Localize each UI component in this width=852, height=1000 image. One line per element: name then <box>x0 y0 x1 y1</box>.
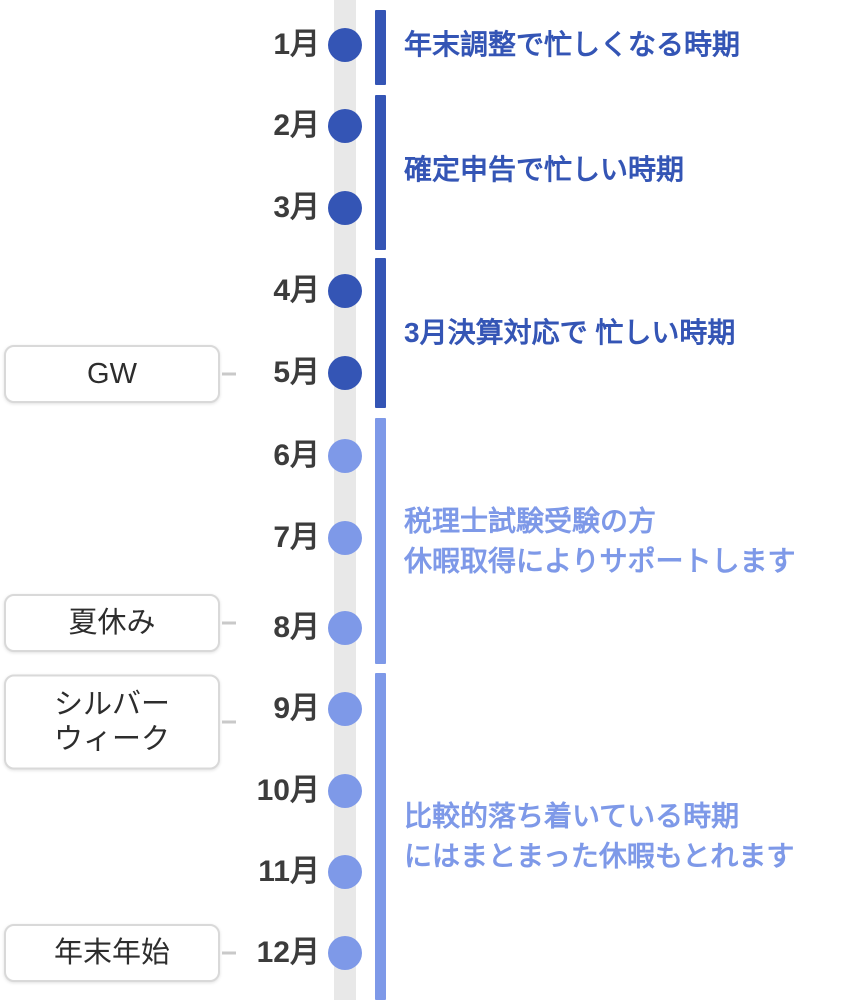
holiday-box-2[interactable]: 夏休み <box>4 594 220 652</box>
holiday-box-1[interactable]: GW <box>4 345 220 403</box>
holiday-connector-3 <box>222 720 236 724</box>
month-dot-3 <box>328 191 362 225</box>
month-dot-2 <box>328 109 362 143</box>
holiday-connector-4 <box>222 951 236 955</box>
month-label-12: 12月 <box>256 936 320 969</box>
month-label-7: 7月 <box>273 521 320 554</box>
month-dot-8 <box>328 611 362 645</box>
month-label-1: 1月 <box>273 28 320 61</box>
month-dot-11 <box>328 855 362 889</box>
period-text-1: 年末調整で忙しくなる時期 <box>404 29 741 61</box>
period-bar-5 <box>375 673 386 1000</box>
month-label-11: 11月 <box>258 855 320 888</box>
month-dot-1 <box>328 28 362 62</box>
month-label-10: 10月 <box>256 774 320 807</box>
period-text-5: 比較的落ち着いている時期 にはまとまった休暇もとれます <box>404 800 795 871</box>
month-dot-5 <box>328 356 362 390</box>
period-bar-3 <box>375 258 386 408</box>
period-text-2: 確定申告で忙しい時期 <box>404 154 685 186</box>
holiday-box-4[interactable]: 年末年始 <box>4 924 220 982</box>
month-dot-4 <box>328 274 362 308</box>
holiday-box-3[interactable]: シルバー ウィーク <box>4 674 220 770</box>
period-bar-1 <box>375 10 386 85</box>
month-dot-12 <box>328 936 362 970</box>
holiday-connector-1 <box>222 372 236 376</box>
month-label-6: 6月 <box>273 439 320 472</box>
period-text-3: 3月決算対応で 忙しい時期 <box>404 317 736 349</box>
month-label-9: 9月 <box>273 692 320 725</box>
month-label-5: 5月 <box>273 356 320 389</box>
month-dot-10 <box>328 774 362 808</box>
holiday-connector-2 <box>222 621 236 625</box>
month-label-8: 8月 <box>273 611 320 644</box>
month-label-2: 2月 <box>273 109 320 142</box>
period-bar-2 <box>375 95 386 250</box>
holiday-box-label-2: 夏休み <box>68 606 156 639</box>
period-bar-4 <box>375 418 386 664</box>
holiday-box-label-3: シルバー ウィーク <box>53 688 170 755</box>
holiday-box-label-1: GW <box>87 357 137 390</box>
month-dot-6 <box>328 439 362 473</box>
month-label-3: 3月 <box>273 191 320 224</box>
month-dot-7 <box>328 521 362 555</box>
month-dot-9 <box>328 692 362 726</box>
month-label-4: 4月 <box>273 274 320 307</box>
timeline-track <box>334 0 356 1000</box>
period-text-4: 税理士試験受験の方 休暇取得によりサポートします <box>404 505 796 576</box>
holiday-box-label-4: 年末年始 <box>53 936 170 969</box>
